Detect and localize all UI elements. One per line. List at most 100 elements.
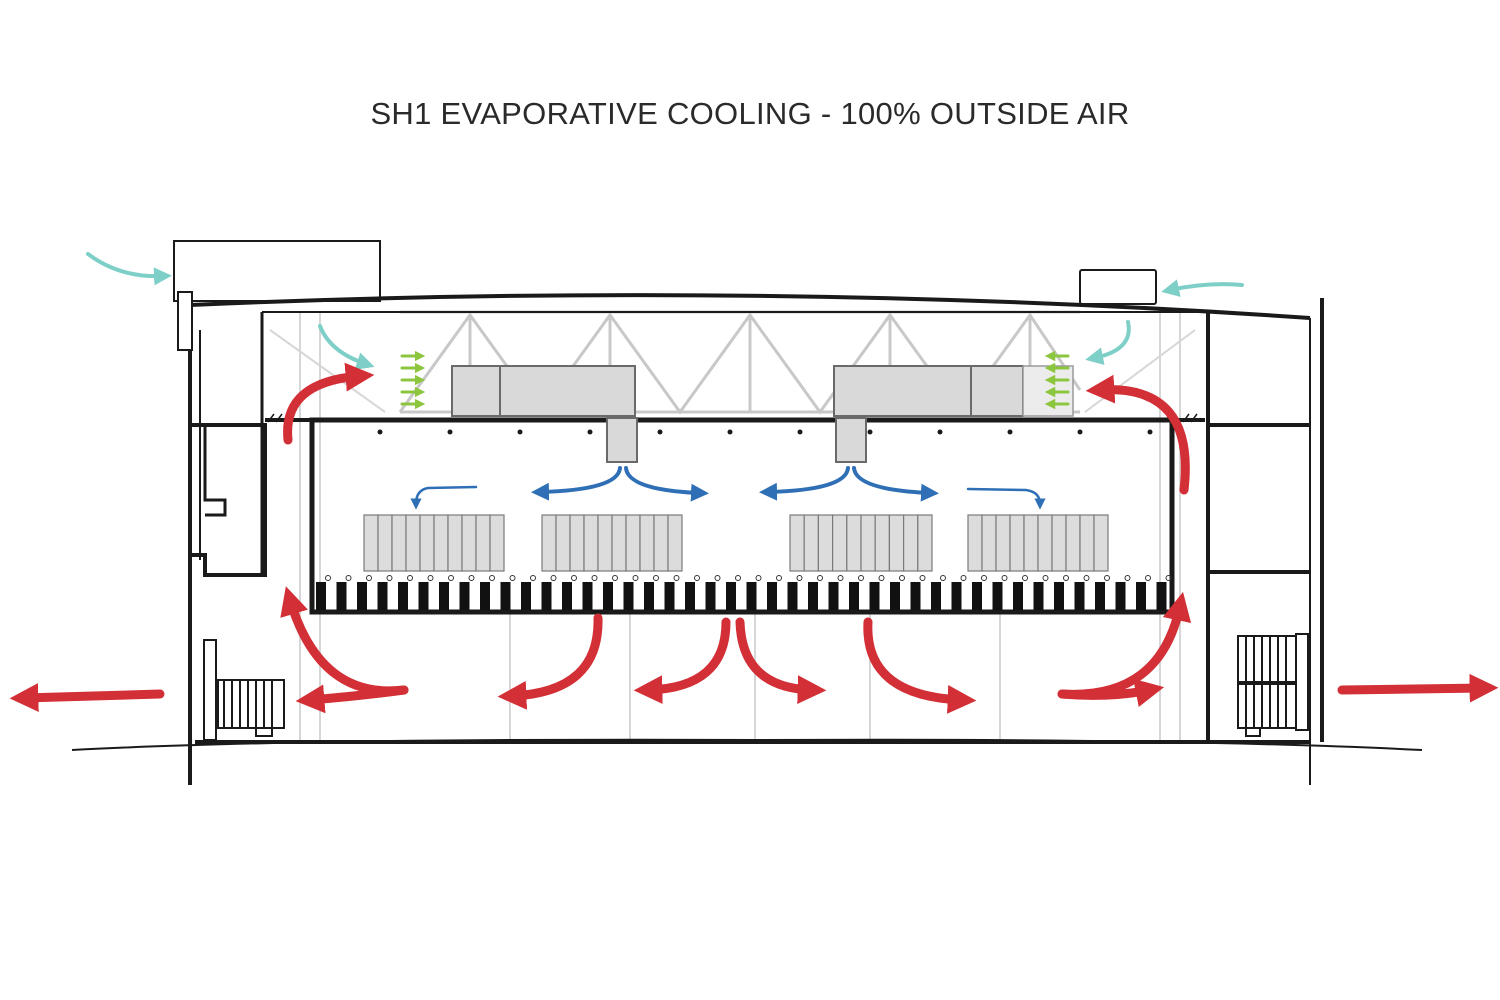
server-rack-group bbox=[541, 514, 683, 572]
floor-grate-slat bbox=[603, 582, 613, 610]
server-rack bbox=[447, 514, 463, 572]
exhaust-arrow-outside-left bbox=[9, 683, 165, 712]
server-rack bbox=[419, 514, 435, 572]
ceiling-diffusers bbox=[377, 429, 1153, 435]
floor-grate-vent bbox=[407, 575, 413, 581]
floor-grate-vent bbox=[448, 575, 454, 581]
floor-grate-vent bbox=[345, 575, 352, 581]
server-rack bbox=[363, 514, 379, 572]
floor-grate-slat bbox=[562, 582, 572, 610]
server-rack bbox=[461, 514, 477, 572]
floor-grate-slat bbox=[746, 582, 757, 610]
floor-grate-vent bbox=[1104, 575, 1110, 581]
server-rack bbox=[555, 514, 571, 572]
outside-air-arrow-left-roof bbox=[86, 252, 172, 286]
floor-grate-slat bbox=[705, 582, 716, 610]
supply-arrow-far-right bbox=[966, 487, 1046, 510]
outside-air-arrow-right-roof bbox=[1161, 279, 1244, 297]
server-rack bbox=[1023, 514, 1039, 572]
supply-arrow-left-b bbox=[624, 466, 709, 502]
floor-grate-slat bbox=[500, 582, 511, 610]
floor-grate-slat bbox=[828, 582, 839, 610]
floor-grate-slat bbox=[808, 582, 818, 610]
server-rack bbox=[846, 514, 862, 572]
floor-grate-slat bbox=[644, 582, 654, 610]
floor-grate-vent bbox=[1022, 575, 1028, 581]
exhaust-arrow-right-up bbox=[1057, 591, 1192, 699]
floor-grate-slat bbox=[1013, 582, 1023, 610]
server-rack bbox=[1065, 514, 1081, 572]
server-rack bbox=[541, 514, 557, 572]
supply-arrow-right-a bbox=[759, 466, 850, 501]
exhaust-arrow-right-out bbox=[1057, 678, 1165, 707]
server-rack bbox=[860, 514, 876, 572]
floor-grate-vent bbox=[612, 575, 618, 581]
floor-grate-vent bbox=[550, 575, 557, 581]
floor-grate-vent bbox=[796, 575, 803, 581]
floor-grate-vent bbox=[325, 575, 331, 581]
floor-grate-slat bbox=[849, 582, 859, 610]
server-rack bbox=[667, 514, 683, 572]
floor-grate-slat bbox=[1054, 582, 1064, 610]
server-rack bbox=[1037, 514, 1053, 572]
floor-grate-slat bbox=[1136, 582, 1146, 610]
supply-arrow-far-left bbox=[410, 485, 478, 510]
floor-grate-vent bbox=[489, 575, 495, 581]
floor-grate-vent bbox=[571, 575, 577, 581]
floor-grate-vent bbox=[960, 575, 967, 581]
floor-grate-slat bbox=[398, 582, 408, 610]
evaporative-cooler-left bbox=[451, 365, 638, 463]
floor-grate-vent bbox=[817, 575, 823, 581]
floor-grate-vent bbox=[1145, 575, 1151, 581]
diagram-title: SH1 EVAPORATIVE COOLING - 100% OUTSIDE A… bbox=[370, 96, 1130, 131]
floor-grate-vent bbox=[632, 575, 639, 581]
server-rack bbox=[625, 514, 641, 572]
floor-grate-vent bbox=[714, 575, 721, 581]
floor-grate-slat bbox=[377, 582, 388, 610]
exhaust-arrow-left-back bbox=[295, 684, 409, 714]
floor-grate-vent bbox=[673, 575, 680, 581]
floor-grate-vent bbox=[1083, 575, 1090, 581]
exhaust-arrow-under-right bbox=[863, 617, 977, 714]
server-rack-group bbox=[363, 514, 505, 572]
hot-exhaust-arrows bbox=[9, 362, 1499, 714]
floor-grate-slat bbox=[623, 582, 634, 610]
server-rack bbox=[489, 514, 505, 572]
server-rack bbox=[1093, 514, 1109, 572]
server-rack bbox=[475, 514, 491, 572]
outside-air-arrows bbox=[86, 252, 1244, 370]
floor-grate-vent bbox=[919, 575, 926, 581]
server-rack bbox=[917, 514, 933, 572]
server-rack bbox=[569, 514, 585, 572]
floor-grate-slat bbox=[521, 582, 531, 610]
floor-grate-slat bbox=[439, 582, 449, 610]
server-rack bbox=[611, 514, 627, 572]
outside-air-arrow-left-intake bbox=[318, 324, 375, 370]
floor-grate-slat bbox=[480, 582, 490, 610]
floor-grate-slat bbox=[582, 582, 593, 610]
server-rack bbox=[789, 514, 805, 572]
evaporative-cooler-right bbox=[833, 365, 1074, 463]
supply-arrow-left-a bbox=[531, 466, 622, 501]
right-rooftop-intake-hood bbox=[1079, 269, 1157, 305]
floor-grate-vent bbox=[509, 575, 516, 581]
floor-grate-slat bbox=[1115, 582, 1126, 610]
left-intake-louver bbox=[177, 291, 193, 351]
server-rack bbox=[888, 514, 905, 572]
floor-grate-slat bbox=[972, 582, 982, 610]
floor-grate-slat bbox=[767, 582, 777, 610]
server-rack bbox=[995, 514, 1011, 572]
exhaust-fan-right bbox=[1237, 633, 1309, 737]
server-rack bbox=[981, 514, 997, 572]
floor-grate-vent bbox=[981, 575, 987, 581]
floor-grate-slat bbox=[1074, 582, 1085, 610]
floor-grate-vent bbox=[694, 575, 700, 581]
floor-grate-vent bbox=[1124, 575, 1131, 581]
floor-grate-vent bbox=[468, 575, 475, 581]
floor-grate-slat bbox=[664, 582, 675, 610]
exhaust-arrow-under-center-right bbox=[735, 617, 827, 704]
floor-grate-slat bbox=[1156, 582, 1167, 610]
server-rack bbox=[391, 514, 407, 572]
floor-grate-slat bbox=[992, 582, 1003, 610]
